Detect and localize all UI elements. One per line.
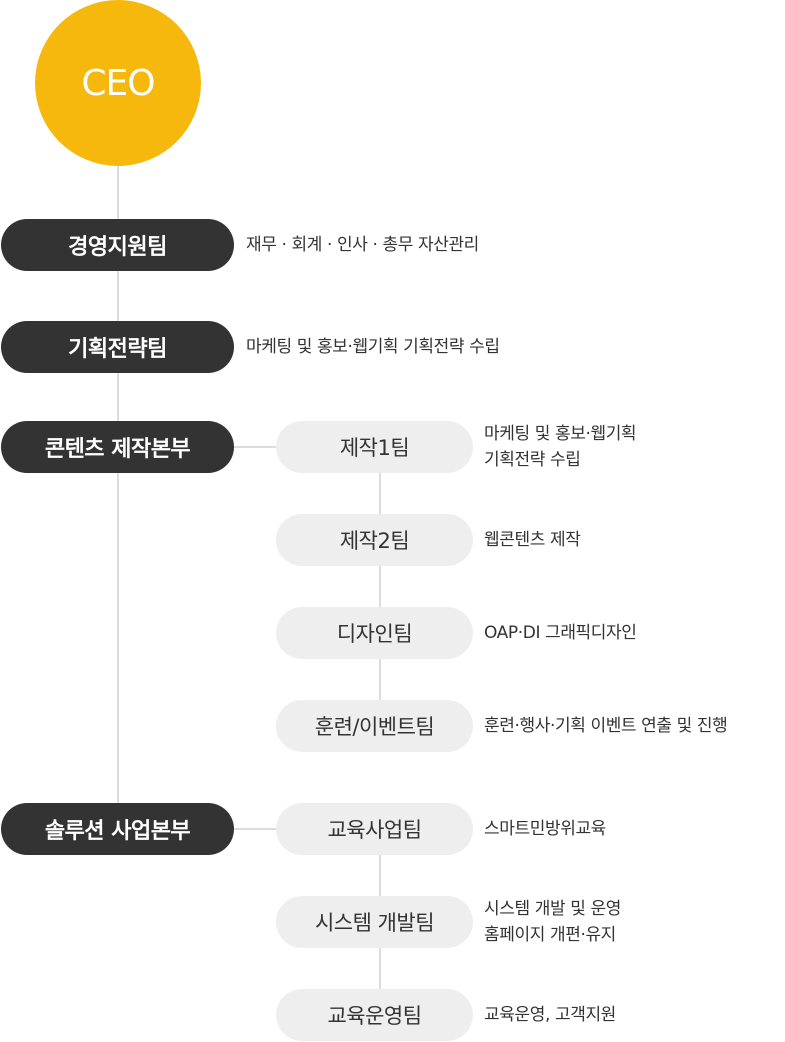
solution-division-branch-line — [234, 828, 278, 830]
desc-line: OAP·DI 그래픽디자인 — [484, 623, 637, 643]
dept-planning-strategy-desc: 마케팅 및 홍보·웹기획 기획전략 수립 — [246, 337, 500, 357]
team-production-1-desc: 마케팅 및 홍보·웹기획 기획전략 수립 — [484, 421, 637, 473]
team-education-business: 교육사업팀 — [276, 803, 473, 855]
team-education-operation-desc: 교육운영, 고객지원 — [484, 1002, 616, 1028]
team-education-operation: 교육운영팀 — [276, 989, 473, 1041]
desc-line: 기획전략 수립 — [484, 450, 581, 470]
team-design: 디자인팀 — [276, 607, 473, 659]
dept-planning-strategy: 기획전략팀 — [1, 321, 234, 373]
content-division-branch-line — [234, 446, 278, 448]
team-production-2: 제작2팀 — [276, 514, 473, 566]
desc-line: 마케팅 및 홍보·웹기획 — [484, 424, 637, 444]
desc-line: 시스템 개발 및 운영 — [484, 899, 621, 919]
content-teams-line — [379, 472, 381, 726]
main-trunk-line — [117, 166, 119, 830]
team-system-development-desc: 시스템 개발 및 운영 홈페이지 개편·유지 — [484, 896, 621, 948]
dept-solution-business: 솔루션 사업본부 — [1, 803, 234, 855]
team-production-1: 제작1팀 — [276, 421, 473, 473]
team-system-development: 시스템 개발팀 — [276, 896, 473, 948]
team-production-2-desc: 웹콘텐츠 제작 — [484, 527, 581, 553]
dept-management-support: 경영지원팀 — [1, 219, 234, 271]
desc-line: 홈페이지 개편·유지 — [484, 925, 616, 945]
desc-line: 스마트민방위교육 — [484, 819, 606, 839]
team-training-event-desc: 훈련·행사·기획 이벤트 연출 및 진행 — [484, 713, 728, 739]
dept-content-production: 콘텐츠 제작본부 — [1, 421, 234, 473]
dept-management-support-desc: 재무 · 회계 · 인사 · 총무 자산관리 — [246, 235, 479, 255]
ceo-node: CEO — [35, 0, 201, 166]
desc-line: 웹콘텐츠 제작 — [484, 530, 581, 550]
team-education-business-desc: 스마트민방위교육 — [484, 816, 606, 842]
team-design-desc: OAP·DI 그래픽디자인 — [484, 620, 637, 646]
desc-line: 교육운영, 고객지원 — [484, 1005, 616, 1025]
team-training-event: 훈련/이벤트팀 — [276, 700, 473, 752]
desc-line: 훈련·행사·기획 이벤트 연출 및 진행 — [484, 716, 728, 736]
